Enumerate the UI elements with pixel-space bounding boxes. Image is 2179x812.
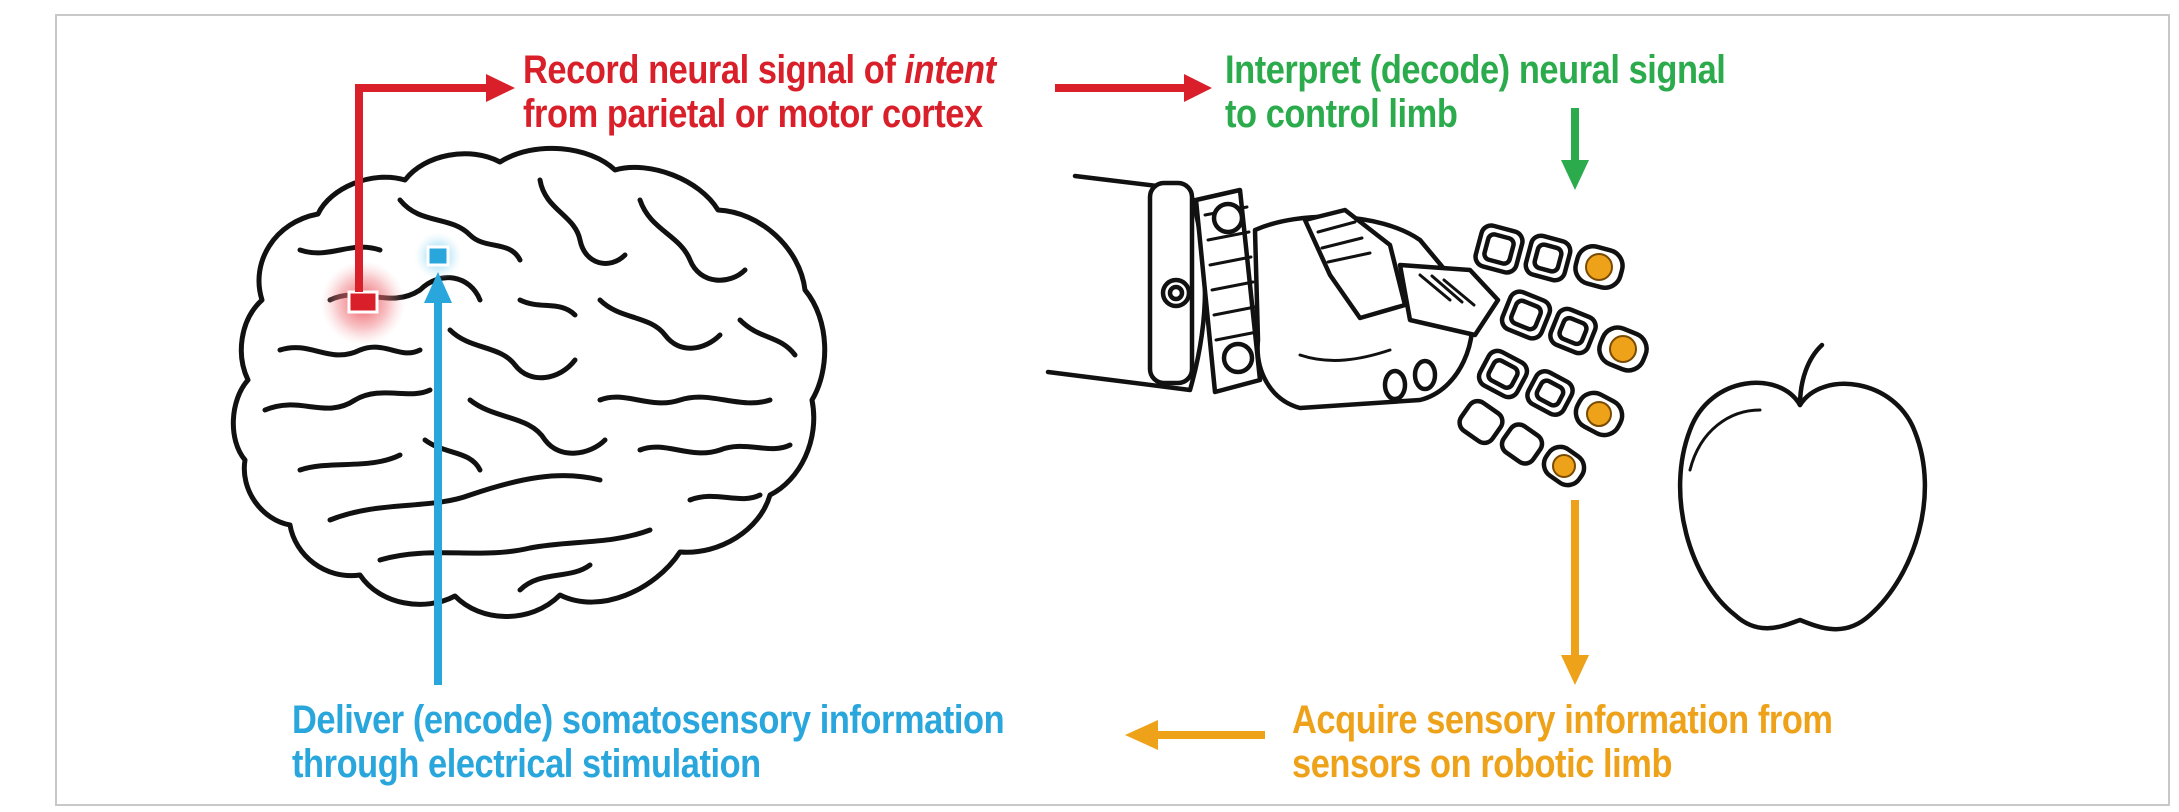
record-line1: Record neural signal of intent [523, 48, 996, 92]
stimulation-electrode-icon [426, 245, 450, 267]
record-line1-text: Record neural signal of [523, 48, 905, 92]
record-line2: from parietal or motor cortex [523, 92, 983, 136]
interpret-step-label: Interpret (decode) neural signal to cont… [1225, 48, 1726, 136]
record-to-interpret-arrowhead [1184, 74, 1212, 102]
record-arrowhead [486, 74, 515, 102]
interpret-line2: to control limb [1225, 92, 1458, 136]
deliver-step-label: Deliver (encode) somatosensory informati… [292, 698, 1005, 786]
fingertip-sensors [1552, 253, 1637, 478]
record-arrow [355, 84, 490, 292]
record-step-label: Record neural signal of intent from pari… [523, 48, 996, 136]
apple-icon [1677, 342, 1928, 632]
acquire-line2: sensors on robotic limb [1292, 742, 1673, 786]
deliver-arrowhead [424, 272, 452, 303]
deliver-line2: through electrical stimulation [292, 742, 761, 786]
robotic-arm-icon [1045, 173, 1649, 488]
acquire-step-label: Acquire sensory information from sensors… [1292, 698, 1833, 786]
brain-icon [230, 145, 828, 619]
record-electrode-icon [347, 290, 379, 314]
record-intent-emphasis: intent [904, 48, 996, 92]
acquire-arrowhead [1561, 655, 1589, 685]
interpret-line1: Interpret (decode) neural signal [1225, 48, 1726, 92]
acquire-line1: Acquire sensory information from [1292, 698, 1833, 742]
acquire-to-deliver-arrowhead [1125, 720, 1158, 750]
deliver-line1: Deliver (encode) somatosensory informati… [292, 698, 1005, 742]
interpret-arrowhead [1561, 160, 1589, 190]
